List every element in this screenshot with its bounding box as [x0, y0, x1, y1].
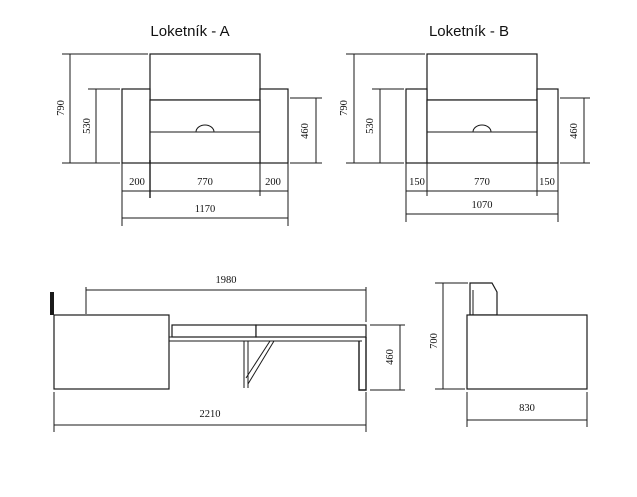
view-title-a: Loketník - A	[150, 23, 229, 40]
height-arm-label: 460	[569, 123, 580, 139]
mattress-part-2	[255, 324, 367, 338]
sofa-body	[466, 314, 588, 390]
width-arm-right-label: 200	[265, 177, 281, 188]
length-total-label: 2210	[200, 409, 221, 420]
side-view-extended: 1980 2210 460	[50, 275, 405, 432]
height-arm-label: 460	[300, 123, 311, 139]
length-bed-label: 1980	[216, 275, 237, 286]
backrest-cushion	[469, 282, 498, 316]
mattress-part-1	[171, 324, 257, 338]
height-total-label: 790	[56, 100, 67, 116]
view-title-b: Loketník - B	[429, 23, 509, 40]
backrest-post	[50, 292, 54, 315]
height-total-label: 790	[339, 100, 350, 116]
pull-strap	[195, 124, 215, 133]
width-seat-label: 770	[197, 177, 213, 188]
height-body-label: 530	[82, 118, 93, 134]
front-leg	[358, 337, 367, 391]
front-view-armrest-a: Loketník - A 790 530 460 200 770 200	[56, 23, 322, 226]
width-arm-right-label: 150	[539, 177, 555, 188]
height-total-label: 700	[429, 333, 440, 349]
height-bed-label: 460	[385, 349, 396, 365]
left-arm	[405, 88, 428, 164]
front-view-armrest-b: Loketník - B 790 530 460 150 770 150 107…	[339, 23, 590, 222]
backrest	[426, 53, 538, 101]
depth-total-label: 830	[519, 403, 535, 414]
right-arm	[259, 88, 289, 164]
height-body-label: 530	[365, 118, 376, 134]
backrest	[149, 53, 261, 101]
pull-strap	[472, 124, 492, 133]
sofa-base	[53, 314, 170, 390]
width-total-label: 1170	[195, 204, 216, 215]
width-arm-left-label: 150	[409, 177, 425, 188]
side-view-closed: 700 830	[429, 282, 588, 427]
left-arm	[121, 88, 151, 164]
width-total-label: 1070	[472, 200, 493, 211]
right-arm	[536, 88, 559, 164]
width-seat-label: 770	[474, 177, 490, 188]
width-arm-left-label: 200	[129, 177, 145, 188]
